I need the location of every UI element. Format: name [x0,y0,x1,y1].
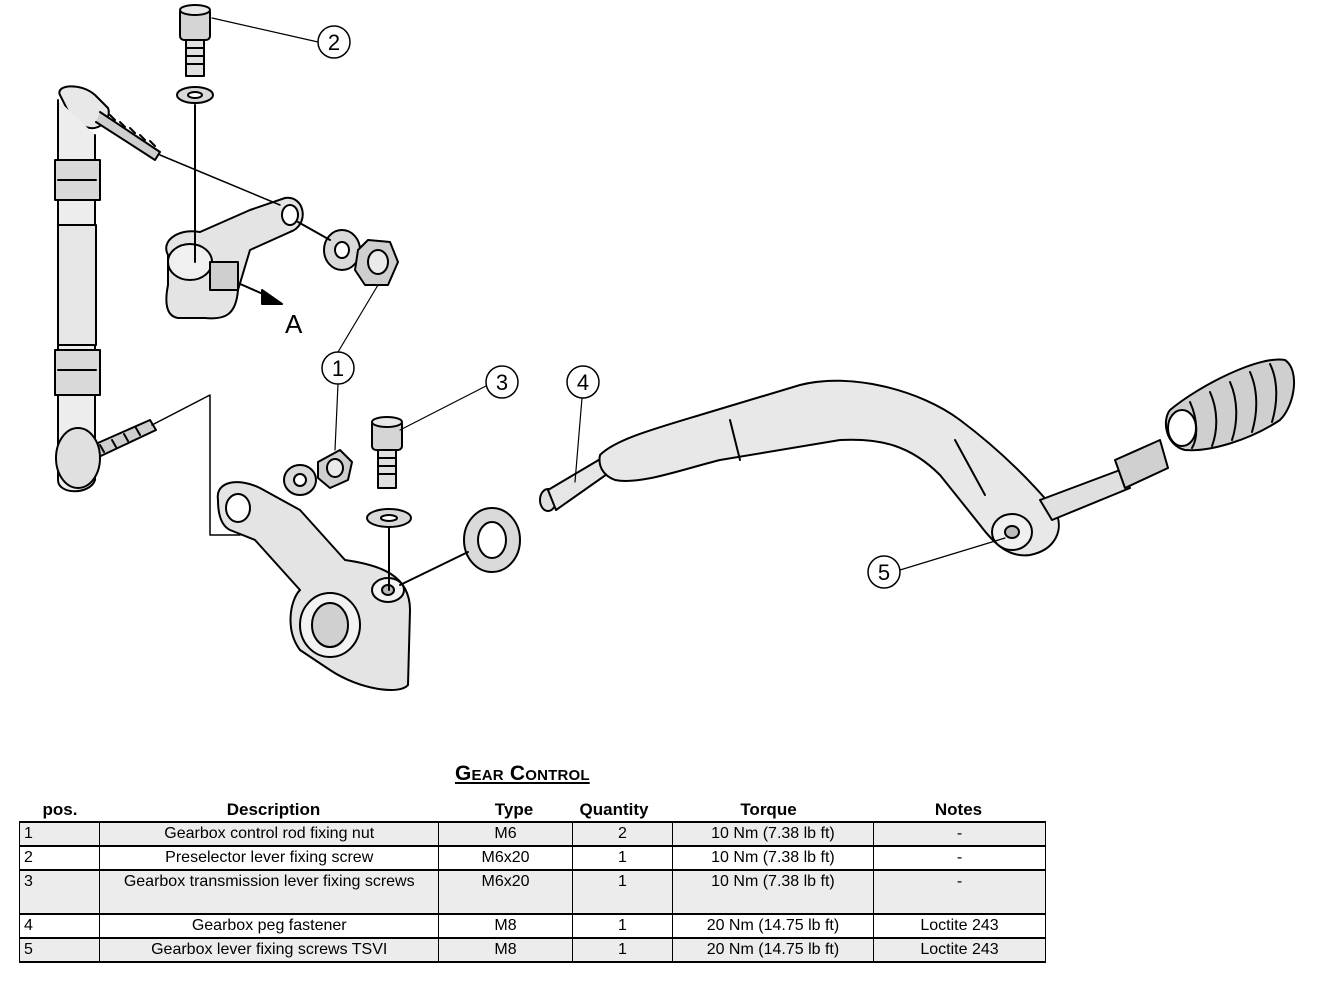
cell-quantity: 1 [572,937,673,963]
cell-notes: - [873,869,1046,915]
cell-type: M6x20 [438,869,574,915]
callout-4: 4 [566,365,600,399]
cell-type: M6 [438,821,574,847]
callout-1: 1 [321,351,355,385]
svg-text:4: 4 [577,370,589,395]
table-row: 5 Gearbox lever fixing screws TSVI M8 1 … [18,937,1046,963]
cell-torque: 10 Nm (7.38 lb ft) [671,821,875,847]
cell-type: M8 [438,937,574,963]
gearbox-transmission-lever-fixing-screw [366,416,412,591]
header-type: Type [494,800,534,819]
table-row: 4 Gearbox peg fastener M8 1 20 Nm (14.75… [18,913,1046,939]
header-notes: Notes [934,800,983,819]
cell-pos: 1 [18,821,101,847]
table-row: 2 Preselector lever fixing screw M6x20 1… [18,845,1046,871]
cell-type: M8 [438,913,574,939]
lower-washer-and-nut [283,449,353,496]
cell-torque: 10 Nm (7.38 lb ft) [671,869,875,915]
cell-description: Gearbox lever fixing screws TSVI [99,937,440,963]
cell-pos: 2 [18,845,101,871]
cell-notes: - [873,845,1046,871]
arrow-label-a: A [285,309,303,339]
table-row: 1 Gearbox control rod fixing nut M6 2 10… [18,821,1046,847]
cell-pos: 4 [18,913,101,939]
callout-2: 2 [317,25,351,59]
cell-quantity: 1 [572,913,673,939]
header-quantity: Quantity [579,800,649,819]
svg-text:5: 5 [878,560,890,585]
gear-lever-arm [539,358,1296,557]
header-torque: Torque [740,800,797,819]
cell-torque: 20 Nm (14.75 lb ft) [671,913,875,939]
cell-type: M6x20 [438,845,574,871]
upper-washer-and-nut [297,221,399,286]
svg-text:2: 2 [328,30,340,55]
spacer-washer [399,507,521,586]
cell-torque: 10 Nm (7.38 lb ft) [671,845,875,871]
gear-control-torque-table: 1 Gearbox control rod fixing nut M6 2 10… [18,821,1046,963]
cell-quantity: 2 [572,821,673,847]
table-row: 3 Gearbox transmission lever fixing scre… [18,869,1046,915]
svg-text:3: 3 [496,370,508,395]
cell-description: Gearbox transmission lever fixing screws [99,869,440,915]
header-pos: pos. [42,800,78,819]
gearbox-control-rod [54,85,161,493]
cell-description: Preselector lever fixing screw [99,845,440,871]
header-description: Description [226,800,321,819]
cell-notes: - [873,821,1046,847]
table-header-row: pos. Description Type Quantity Torque No… [19,800,1046,822]
cell-torque: 20 Nm (14.75 lb ft) [671,937,875,963]
cell-description: Gearbox control rod fixing nut [99,821,440,847]
cell-description: Gearbox peg fastener [99,913,440,939]
preselector-lever-fixing-screw [176,4,214,263]
cell-notes: Loctite 243 [873,937,1046,963]
callout-5: 5 [867,555,901,589]
callout-3: 3 [485,365,519,399]
cell-pos: 5 [18,937,101,963]
preselector-lever [165,196,304,320]
gear-control-exploded-diagram: 1 2 3 4 5 A [54,4,1296,691]
svg-text:1: 1 [332,356,344,381]
cell-notes: Loctite 243 [873,913,1046,939]
cell-pos: 3 [18,869,101,915]
cell-quantity: 1 [572,869,673,915]
table-title: Gear Control [455,762,590,785]
cell-quantity: 1 [572,845,673,871]
